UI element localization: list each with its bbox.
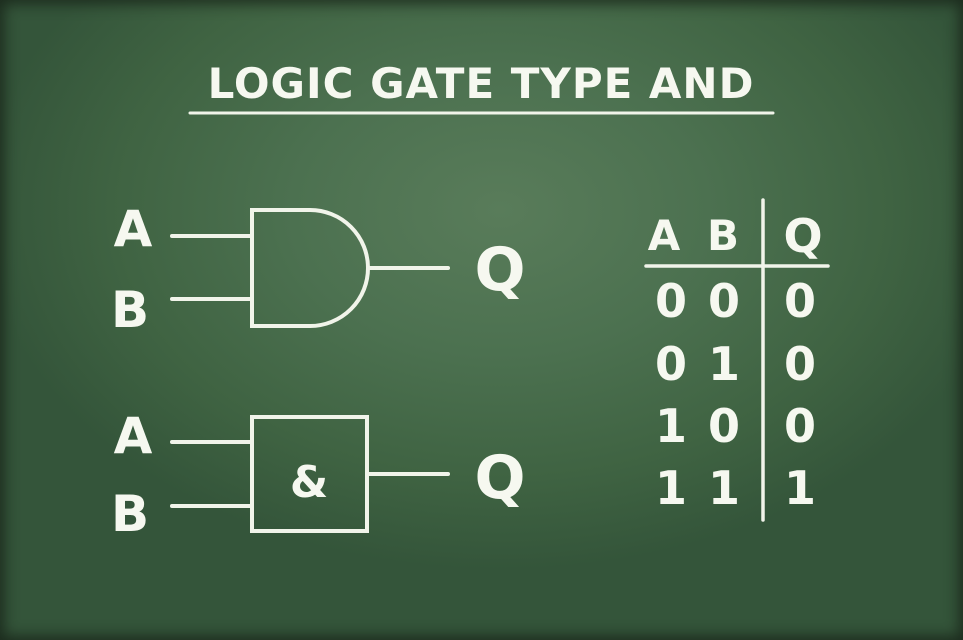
svg-text:0: 0: [784, 337, 816, 391]
input-label-a: A: [114, 407, 153, 465]
svg-text:1: 1: [708, 461, 740, 515]
table-row: 1 1 1: [655, 461, 816, 515]
table-row: 0 0 0: [655, 274, 816, 328]
svg-text:1: 1: [708, 337, 740, 391]
title: LOGIC GATE TYPE AND: [208, 59, 755, 108]
input-label-b: B: [111, 281, 149, 339]
svg-text:0: 0: [655, 337, 687, 391]
table-row: 1 0 0: [655, 399, 816, 453]
input-label-b: B: [111, 485, 149, 543]
truth-table: A B Q 0 0 0 0 1 0 1 0 0 1 1 1: [644, 198, 830, 522]
header-a: A: [648, 211, 681, 260]
ampersand-symbol: &: [290, 457, 328, 508]
svg-text:1: 1: [655, 461, 687, 515]
svg-text:0: 0: [784, 399, 816, 453]
svg-text:0: 0: [784, 274, 816, 328]
and-gate-body: [250, 208, 370, 328]
output-label-q: Q: [474, 443, 525, 513]
input-label-a: A: [114, 200, 153, 258]
svg-text:1: 1: [784, 461, 816, 515]
output-label-q: Q: [474, 235, 525, 305]
svg-text:1: 1: [655, 399, 687, 453]
svg-text:0: 0: [708, 274, 740, 328]
header-q: Q: [783, 209, 822, 263]
svg-text:0: 0: [708, 399, 740, 453]
header-b: B: [707, 211, 739, 260]
table-row: 0 1 0: [655, 337, 816, 391]
svg-text:0: 0: [655, 274, 687, 328]
and-gate-iec: A B & Q: [111, 407, 526, 543]
and-gate-ansi: A B Q: [111, 200, 526, 339]
